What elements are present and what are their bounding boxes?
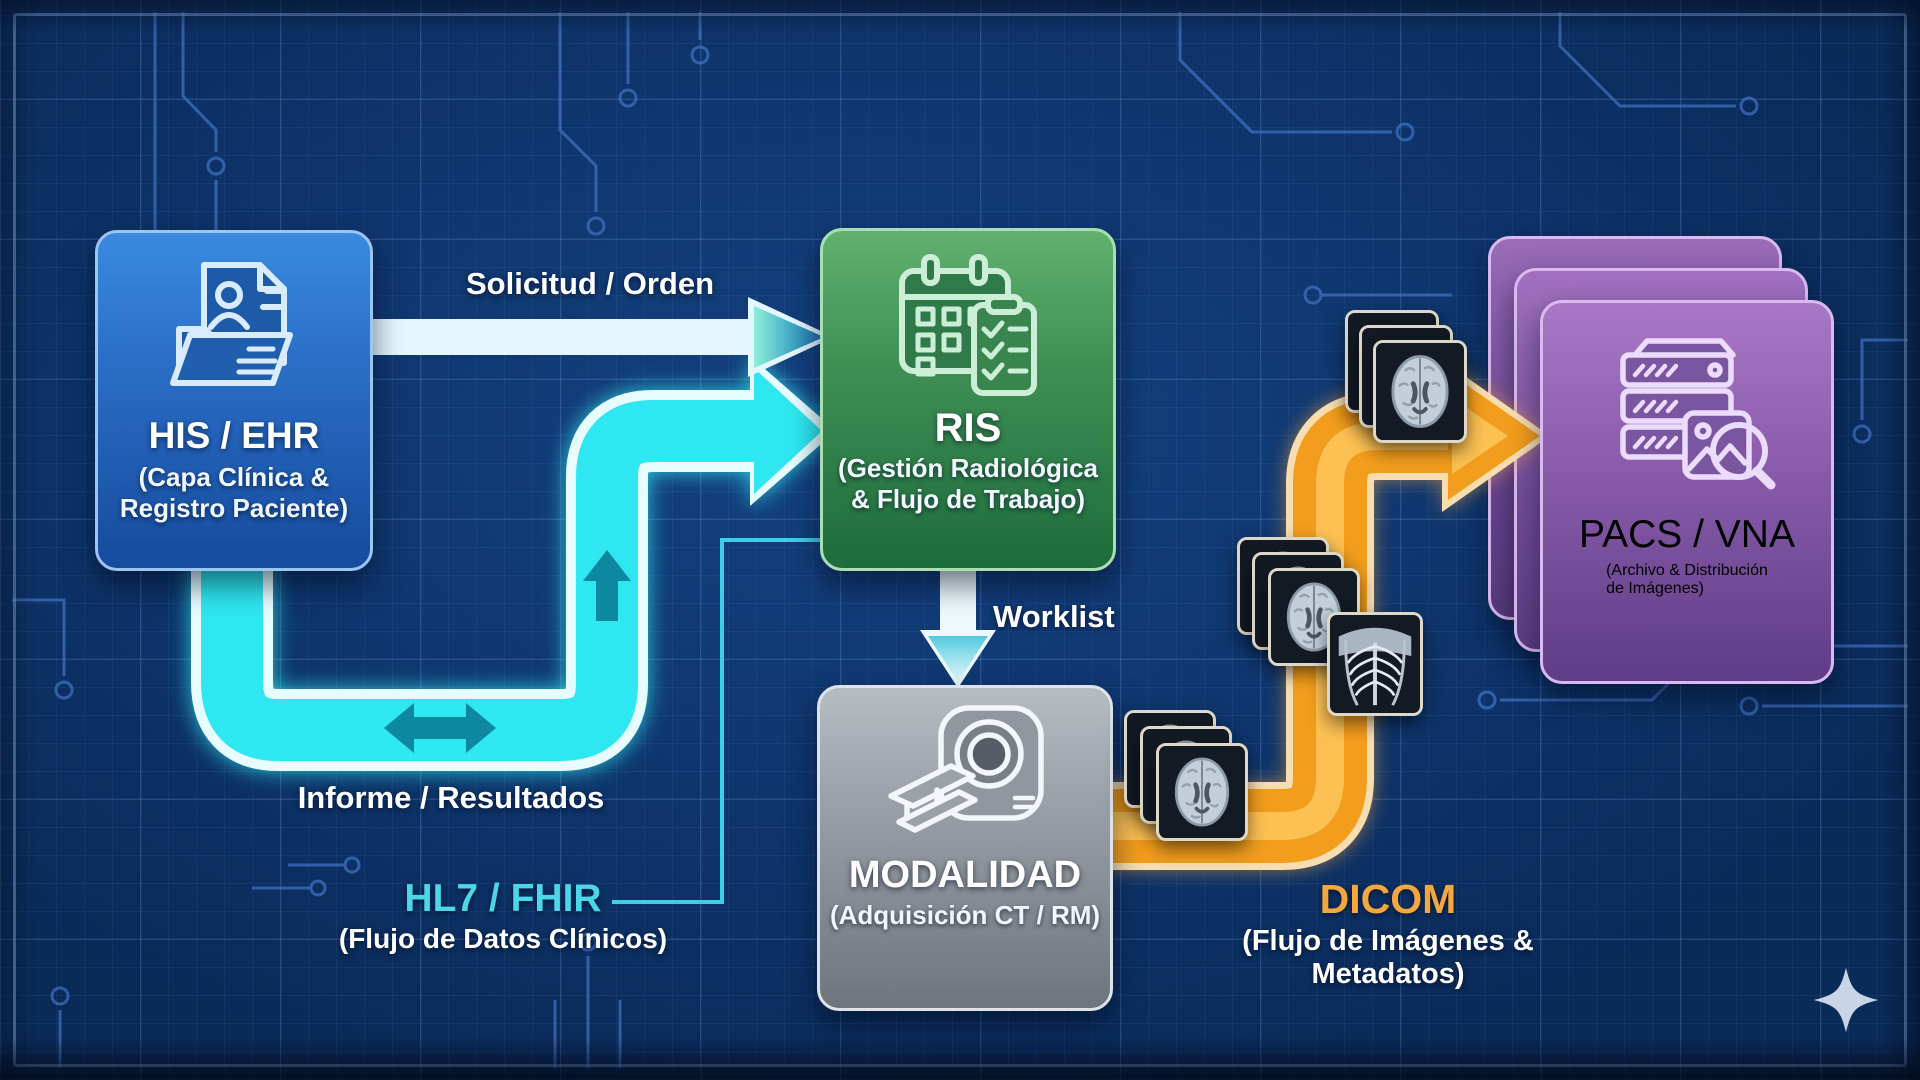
xray-image-tile [1327, 612, 1423, 716]
calendar-clipboard-icon [899, 254, 1037, 396]
node-subtitle-line1: (Gestión Radiológica [837, 453, 1099, 483]
node-subtitle-line2: de Imágenes) [1606, 580, 1704, 597]
mri-image-tile [1156, 743, 1248, 841]
node-subtitle-line1: (Capa Clínica & [138, 461, 330, 492]
node-ris: RIS (Gestión Radiológica & Flujo de Trab… [820, 228, 1116, 571]
node-subtitle-line2: Registro Paciente) [119, 493, 349, 524]
node-pacs-vna: PACS / VNA (Archivo & Distribución de Im… [1540, 300, 1834, 684]
node-subtitle-line2: & Flujo de Trabajo) [850, 484, 1085, 515]
node-title: PACS / VNA [1578, 513, 1795, 556]
worklist-flow-label: Worklist [993, 599, 1115, 634]
dicom-label: DICOM [1319, 876, 1457, 922]
dicom-sublabel: (Flujo de Imágenes & Metadatos) [1242, 925, 1534, 990]
patient-record-folder-icon [170, 262, 293, 386]
informe-flow-label: Informe / Resultados [297, 780, 605, 815]
solicitud-flow-label: Solicitud / Orden [465, 266, 714, 301]
node-title: HIS / EHR [148, 415, 320, 456]
node-subtitle-line1: (Adquisición CT / RM) [829, 899, 1101, 930]
node-title: MODALIDAD [848, 854, 1082, 896]
solicitud-flow-arrow [372, 297, 834, 377]
server-image-search-icon [1620, 338, 1776, 490]
node-title: RIS [934, 406, 1002, 450]
node-his-ehr: HIS / EHR (Capa Clínica & Registro Pacie… [95, 230, 373, 571]
ct-scanner-icon [888, 705, 1044, 833]
sparkle-icon [1813, 967, 1879, 1033]
node-modalidad: MODALIDAD (Adquisición CT / RM) [817, 685, 1113, 1011]
worklist-flow-arrow [920, 566, 996, 688]
hl7-fhir-label: HL7 / FHIR [404, 877, 602, 920]
node-subtitle-line1: (Archivo & Distribución [1606, 562, 1768, 579]
hl7-fhir-sublabel: (Flujo de Datos Clínicos) [338, 923, 668, 954]
mri-image-tile [1373, 340, 1467, 443]
